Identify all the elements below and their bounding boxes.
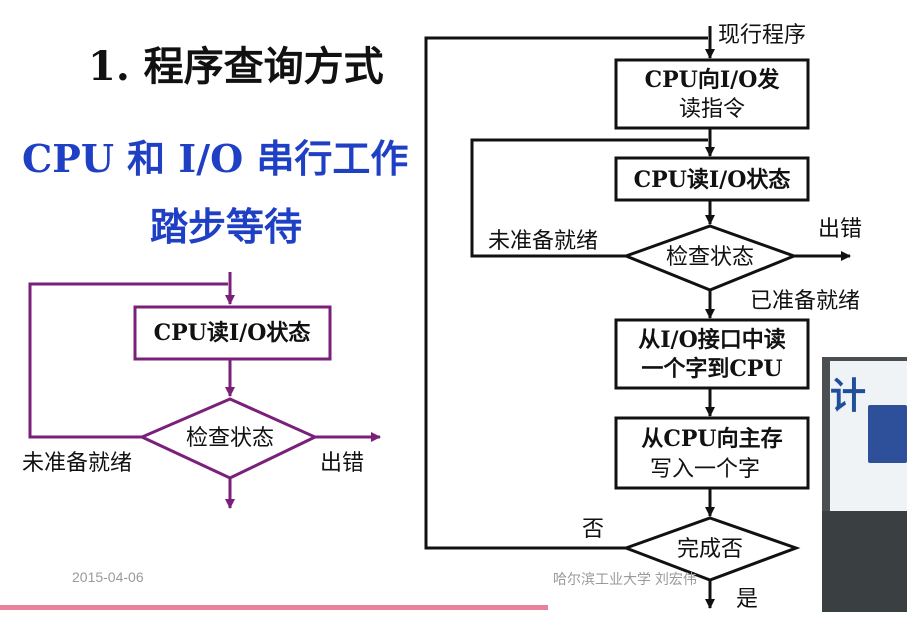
left-not-ready-label: 未准备就绪 (22, 451, 132, 476)
left-read-status-label: CPU读I/O状态 (154, 320, 311, 346)
right-write-memory-box (614, 416, 810, 490)
right-no-label: 否 (582, 517, 604, 542)
video-banner-block (868, 405, 907, 463)
right-decision1-label: 检查状态 (666, 245, 754, 270)
right-read-status-box (614, 156, 810, 202)
left-flowchart (28, 272, 381, 509)
right-not-ready-label: 未准备就绪 (488, 229, 598, 254)
right-box3-line1: 从I/O接口中读 (638, 327, 786, 353)
slide-subtitle: CPU 和 I/O 串行工作 (22, 136, 409, 181)
left-read-status-box (133, 305, 332, 361)
right-not-done-loop (424, 36, 708, 550)
footer-date: 2015-04-06 (72, 569, 144, 585)
left-not-ready-loop (28, 282, 228, 439)
video-lower-area (822, 511, 907, 612)
right-box4-line1: 从CPU向主存 (641, 426, 782, 452)
slide-title: 1. 程序查询方式 (88, 43, 384, 90)
right-box3-line2: 一个字到CPU (641, 356, 782, 382)
right-ready-label: 已准备就绪 (750, 289, 860, 314)
right-send-read-box (614, 58, 810, 130)
right-box2-label: CPU读I/O状态 (634, 167, 791, 193)
slide-subtitle-2: 踏步等待 (150, 204, 303, 249)
right-entry-label: 现行程序 (718, 23, 806, 48)
video-thumbnail: 计 (822, 357, 907, 612)
left-decision-label: 检查状态 (186, 426, 274, 451)
video-wall: 计 (830, 361, 907, 511)
footer-divider (0, 605, 548, 610)
left-error-label: 出错 (320, 451, 364, 476)
right-read-word-box (614, 318, 810, 390)
right-not-ready-loop (470, 138, 708, 258)
right-box1-line1: CPU向I/O发 (645, 67, 781, 93)
footer-author: 哈尔滨工业大学 刘宏伟 (553, 571, 697, 587)
right-box4-line2: 写入一个字 (650, 457, 760, 482)
right-flowchart (424, 26, 851, 609)
right-decision2-label: 完成否 (677, 537, 743, 562)
video-banner-text: 计 (830, 375, 867, 415)
right-yes-label: 是 (736, 587, 758, 612)
right-error-label: 出错 (818, 217, 862, 242)
right-box1-line2: 读指令 (679, 97, 745, 122)
